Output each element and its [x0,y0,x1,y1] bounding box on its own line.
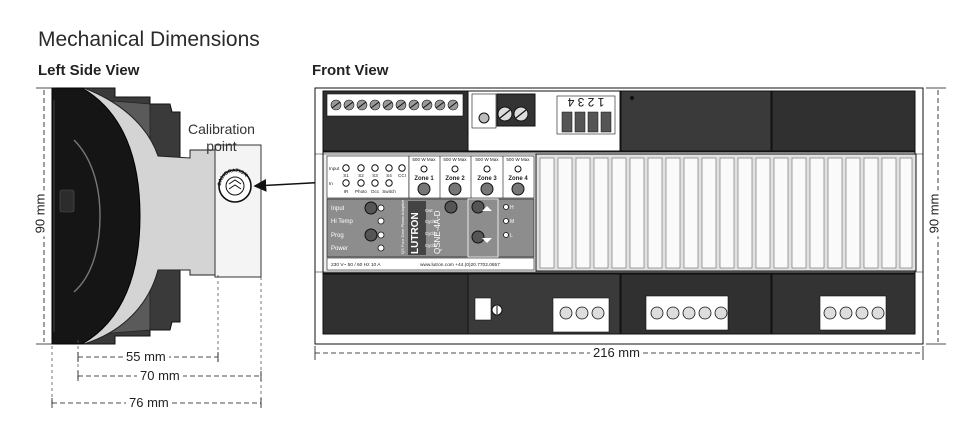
level-m: M [510,219,514,225]
calibration-point-label: Calibration point [188,121,255,155]
depth-dim-55: 55 mm [123,349,169,364]
page-title: Mechanical Dimensions [38,28,260,51]
mid-control-3: Cycl2 [425,231,437,236]
calibration-line-2: point [206,138,237,154]
height-dim-right: 90 mm [926,190,942,237]
terminal-numbers: 1 2 3 4 [567,95,604,109]
left-side-view-label: Left Side View [38,62,140,79]
led-label-s3: S3 [372,173,378,178]
control-label-prog: Prog [331,233,344,239]
right-height-dimension [926,87,946,345]
control-label-input: Input [331,206,345,212]
zone-rating-3: 500 W Max [475,157,499,162]
heatsink-fins [535,153,917,272]
device-subtitle: QS Four Zone Phase Adaptive [400,199,405,254]
calibration-seal-icon [218,169,252,203]
led-label-s4: S4 [386,173,392,178]
led-label-s1: S1 [343,173,349,178]
level-h: H [510,205,514,211]
level-l: L [510,233,513,239]
control-label-hi-temp: Hi Temp [331,219,354,225]
zone-label-3: Zone 3 [477,176,497,182]
mid-control-4: Cycl3 [425,243,437,248]
led-label-switch: Switch [382,189,396,194]
left-height-dimension [36,87,56,345]
led-prefix-bottom: In [329,181,333,186]
height-dim-left: 90 mm [32,190,48,237]
front-view-label: Front View [312,62,389,79]
zone-label-4: Zone 4 [508,176,528,182]
calibration-line-1: Calibration [188,121,255,137]
brand-logo: LUTRON [410,212,421,254]
led-label-s2: S2 [358,173,364,178]
depth-dim-76: 76 mm [126,395,172,410]
mid-control-1: Cwt [425,208,433,213]
front-view: 1 2 3 4 [314,87,924,345]
zone-rating-1: 500 W Max [412,157,436,162]
led-label-photo: Photo [355,189,367,194]
control-label-power: Power [331,246,348,252]
zone-rating-4: 500 W Max [506,157,530,162]
zone-label-2: Zone 2 [445,176,465,182]
depth-dim-70: 70 mm [137,368,183,383]
led-label-occ: Occ [371,189,380,194]
model-number: QSNE-4A-D [433,210,442,254]
footer-website: www.lutron.com +44.(0)20.7702.0657 [420,262,500,268]
zone-label-1: Zone 1 [414,176,434,182]
led-prefix-top: Input [329,166,340,171]
led-label-cci: CCI [398,173,406,178]
mid-control-2: Cycl1 [425,219,437,224]
left-side-view: CALIBRATION [51,87,262,345]
led-label-ir: IR [344,189,349,194]
width-dim-216: 216 mm [590,345,643,360]
footer-rating: 230 V~ 50 / 60 Hz 10 A [331,262,381,268]
zone-rating-2: 500 W Max [443,157,467,162]
